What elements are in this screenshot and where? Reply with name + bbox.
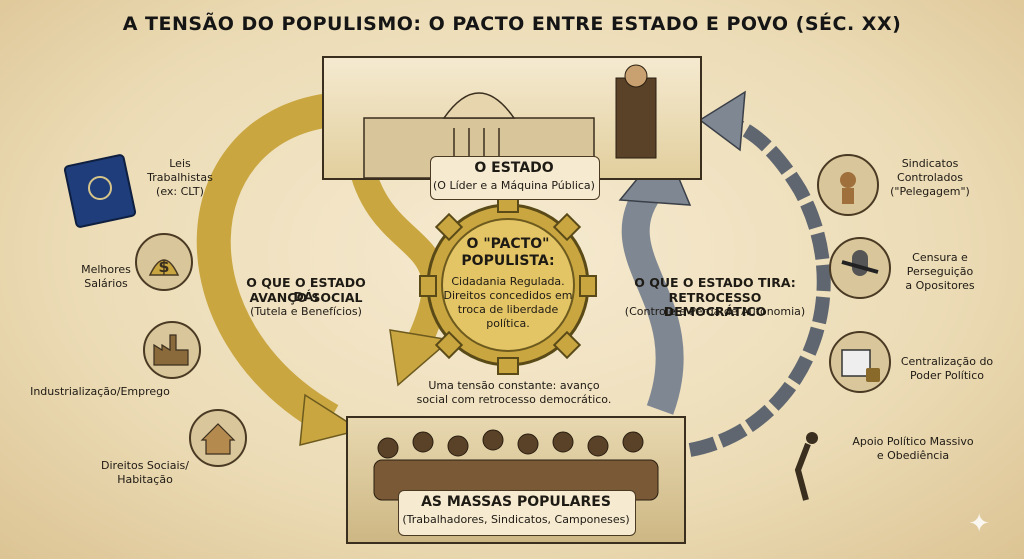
massas-title: AS MASSAS POPULARES bbox=[421, 494, 611, 510]
massas-caption bbox=[398, 490, 636, 536]
da-subtitle: (Tutela e Benefícios) bbox=[250, 305, 362, 318]
pacto-body-3: troca de liberdade bbox=[457, 303, 559, 316]
house-icon bbox=[189, 409, 247, 467]
pacto-title-line2: POPULISTA: bbox=[461, 253, 555, 269]
gold-arrowhead-inner bbox=[389, 329, 452, 387]
left-item-4-line2: Habitação bbox=[117, 473, 173, 486]
right-item-1-line2: Controlados bbox=[897, 171, 963, 184]
estado-subtitle: (O Líder e a Máquina Pública) bbox=[433, 179, 595, 192]
estado-caption bbox=[430, 156, 600, 200]
ballot-lock-icon bbox=[829, 331, 891, 393]
gold-arrowhead-left bbox=[299, 393, 362, 446]
bowing-man-icon bbox=[794, 432, 818, 501]
grey-arrow-inner bbox=[621, 181, 684, 415]
microphone-icon bbox=[829, 237, 891, 299]
right-item-4-line2: e Obediência bbox=[876, 449, 950, 462]
right-item-1-line3: ("Pelegagem") bbox=[890, 185, 970, 198]
right-item-3-line1: Centralização do bbox=[900, 355, 994, 368]
pacto-body-2: Direitos concedidos em bbox=[443, 289, 573, 302]
da-title-1: O QUE O ESTADO DÁ: bbox=[246, 275, 366, 305]
page-title: A TENSÃO DO POPULISMO: O PACTO ENTRE EST… bbox=[122, 13, 902, 35]
left-item-2-line1: Melhores bbox=[81, 263, 131, 276]
left-item-1-line3: (ex: CLT) bbox=[156, 185, 204, 198]
tira-title-1: O QUE O ESTADO TIRA: bbox=[634, 275, 796, 290]
left-item-4-line1: Direitos Sociais/ bbox=[101, 459, 189, 472]
tira-title-2: RETROCESSO DEMOCRÁTICO bbox=[663, 290, 767, 320]
puppet-icon bbox=[817, 154, 879, 216]
left-item-1-line1: Leis bbox=[169, 157, 191, 170]
tensao-line2: social com retrocesso democrático. bbox=[416, 393, 612, 406]
left-item-2-line2: Salários bbox=[84, 277, 128, 290]
gear-icon bbox=[419, 195, 597, 375]
chain bbox=[688, 113, 831, 457]
estado-title: O ESTADO bbox=[474, 160, 554, 176]
factory-icon bbox=[143, 321, 201, 379]
right-item-2-line1: Censura e bbox=[912, 251, 968, 264]
estado-illustration bbox=[322, 56, 702, 180]
document-icon bbox=[63, 154, 137, 228]
tensao-line1: Uma tensão constante: avanço bbox=[428, 379, 600, 392]
sparkle-icon: ✦ bbox=[968, 509, 990, 539]
svg-text:$: $ bbox=[158, 257, 169, 276]
da-title-2: AVANÇO SOCIAL bbox=[249, 290, 363, 305]
pacto-title-line1: O "PACTO" bbox=[466, 236, 550, 252]
massas-subtitle: (Trabalhadores, Sindicatos, Camponeses) bbox=[402, 513, 630, 526]
right-item-3-line2: Poder Político bbox=[910, 369, 984, 382]
left-item-1-line2: Trabalhistas bbox=[147, 171, 213, 184]
right-item-4-line1: Apoio Político Massivo bbox=[852, 435, 974, 448]
pacto-body-1: Cidadania Regulada. bbox=[451, 275, 565, 288]
gold-arrow-left bbox=[196, 93, 339, 435]
right-item-2-line2: Perseguição bbox=[906, 265, 974, 278]
right-item-2-line3: a Opositores bbox=[905, 279, 975, 292]
tira-subtitle: (Controle e Perda de Autonomia) bbox=[624, 305, 806, 318]
left-item-3-line1: Industrialização/Emprego bbox=[30, 385, 170, 398]
pacto-body-4: política. bbox=[486, 317, 530, 330]
grey-arrowhead-top bbox=[698, 90, 746, 152]
money-bag-icon: $ bbox=[135, 233, 193, 291]
right-item-1-line1: Sindicatos bbox=[901, 157, 959, 170]
